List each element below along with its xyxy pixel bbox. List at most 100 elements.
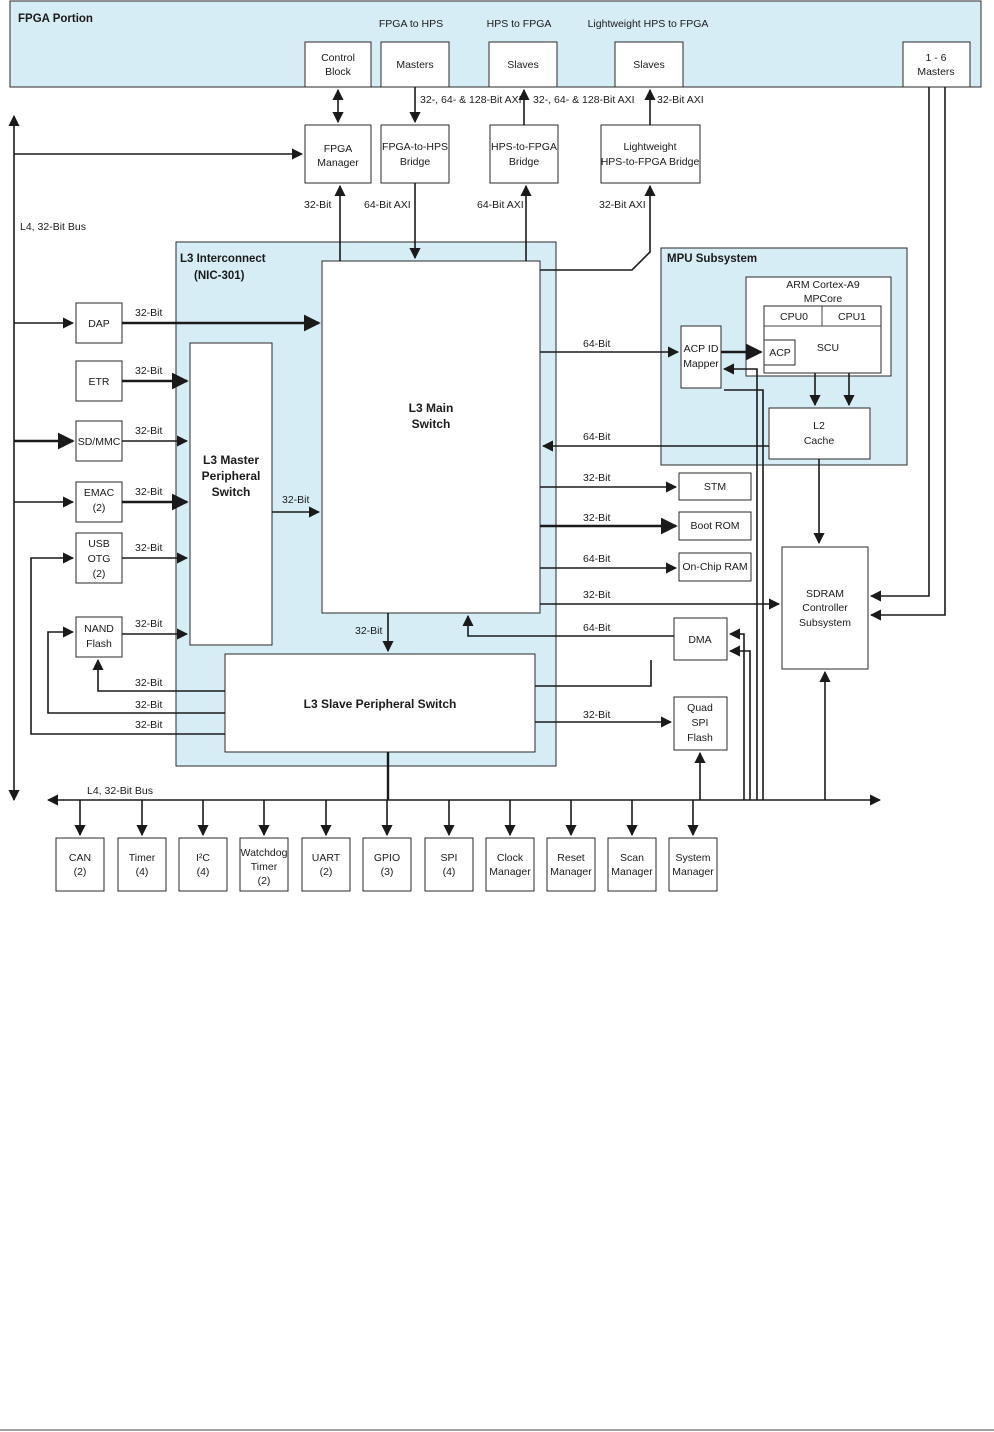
usb-label-2: OTG bbox=[88, 553, 111, 565]
peripheral-box bbox=[424, 837, 474, 892]
l3-master-switch-label-3: Switch bbox=[212, 485, 251, 499]
peripheral-label: (2) bbox=[74, 866, 87, 878]
lightweight-bridge-box bbox=[600, 124, 701, 184]
dma-64-label: 64-Bit bbox=[583, 622, 611, 634]
usb-label-1: USB bbox=[88, 538, 110, 550]
dma-to-main-arrow bbox=[462, 614, 674, 637]
peripheral-label: (3) bbox=[381, 866, 394, 878]
header-hps-to-fpga: HPS to FPGA bbox=[487, 18, 552, 30]
l3-master-peripheral-switch-box bbox=[189, 342, 273, 646]
fpga-slaves-box bbox=[488, 41, 558, 88]
sps-to-usb-arrow bbox=[30, 552, 225, 735]
l3-interconnect-subtitle: (NIC-301) bbox=[194, 270, 245, 282]
axi-multi-label-2: 32-, 64- & 128-Bit AXI bbox=[533, 94, 635, 106]
qspi-label-3: Flash bbox=[687, 732, 713, 744]
l2-label-2: Cache bbox=[804, 435, 835, 447]
main-sps-32-label: 32-Bit bbox=[355, 625, 383, 637]
fpga-1-6-masters-box bbox=[902, 41, 971, 88]
axi-32-top-label: 32-Bit AXI bbox=[657, 94, 704, 106]
main-to-lw-bridge-arrow bbox=[540, 184, 656, 271]
fpga-to-hps-bridge-label-2: Bridge bbox=[400, 156, 431, 168]
peripheral-box bbox=[55, 837, 105, 892]
dap-32-label: 32-Bit bbox=[135, 307, 163, 319]
l2-cache-box bbox=[768, 407, 871, 460]
qspi-label-1: Quad bbox=[687, 702, 713, 714]
arm-label-2: MPCore bbox=[804, 293, 843, 305]
fpga-manager-label-1: FPGA bbox=[324, 143, 353, 155]
stm-box bbox=[678, 472, 752, 501]
peripheral-box bbox=[178, 837, 228, 892]
dap-box bbox=[75, 302, 123, 344]
l3-main-switch-label-2: Switch bbox=[412, 417, 451, 431]
sdram-label-3: Subsystem bbox=[799, 617, 851, 629]
sps-to-nand-config-arrow bbox=[47, 626, 225, 714]
acp-mapper-label-2: Mapper bbox=[683, 358, 719, 370]
scu-label: SCU bbox=[817, 342, 839, 354]
arm-label-1: ARM Cortex-A9 bbox=[786, 279, 860, 291]
control-block-box bbox=[304, 41, 372, 88]
peripheral-label: CAN bbox=[69, 852, 91, 864]
cpu1-label: CPU1 bbox=[838, 311, 866, 323]
on-chip-ram-label: On-Chip RAM bbox=[682, 561, 747, 573]
peripheral-label: UART bbox=[312, 852, 341, 864]
peripheral-label: SPI bbox=[441, 852, 458, 864]
peripheral-label: (4) bbox=[197, 866, 210, 878]
sps-to-nand-arrow bbox=[92, 658, 225, 692]
mpu-subsystem-title: MPU Subsystem bbox=[667, 253, 757, 265]
lightweight-bridge-label-2: HPS-to-FPGA Bridge bbox=[601, 156, 700, 168]
l3-main-switch-label-1: L3 Main bbox=[409, 401, 454, 415]
l4-to-acp-mapper-arrow bbox=[722, 363, 758, 800]
fpga-1-6-masters-label-2: Masters bbox=[917, 66, 954, 78]
sps-out-label-2: 32-Bit bbox=[135, 699, 163, 711]
hps-to-fpga-bridge-label-2: Bridge bbox=[509, 156, 540, 168]
l3-master-switch-label-2: Peripheral bbox=[202, 469, 261, 483]
etr-box bbox=[75, 360, 123, 402]
ocram-64-label: 64-Bit bbox=[583, 553, 611, 565]
peripheral-label: Reset bbox=[557, 852, 585, 864]
peripheral-label: (4) bbox=[136, 866, 149, 878]
sdmmc-box bbox=[75, 420, 123, 462]
usb-32-label: 32-Bit bbox=[135, 542, 163, 554]
lw-slaves-label: Slaves bbox=[633, 59, 665, 71]
on-chip-ram-box bbox=[678, 552, 752, 582]
quad-spi-flash-box bbox=[673, 696, 728, 751]
header-fpga-to-hps: FPGA to HPS bbox=[379, 18, 443, 30]
nand-32-label: 32-Bit bbox=[135, 618, 163, 630]
boot-rom-box bbox=[678, 511, 752, 541]
fpga-masters-to-sdram-arrow-2 bbox=[869, 87, 946, 621]
dma-label: DMA bbox=[688, 634, 711, 646]
peripheral-label: I²C bbox=[196, 852, 210, 864]
l2-label-1: L2 bbox=[813, 420, 825, 432]
control-block-label-2: Block bbox=[325, 66, 351, 78]
fpga-slaves-label: Slaves bbox=[507, 59, 539, 71]
l4-bottom-label: L4, 32-Bit Bus bbox=[87, 785, 153, 797]
fm-32-label: 32-Bit bbox=[304, 199, 332, 211]
peripheral-label: Timer bbox=[251, 861, 278, 873]
emac-32-label: 32-Bit bbox=[135, 486, 163, 498]
peripheral-label: Timer bbox=[129, 852, 156, 864]
mps-32-label: 32-Bit bbox=[282, 494, 310, 506]
lw-slaves-box bbox=[614, 41, 684, 88]
cpu0-label: CPU0 bbox=[780, 311, 808, 323]
acp-mapper-label-1: ACP ID bbox=[684, 343, 719, 355]
lw-32-label: 32-Bit AXI bbox=[599, 199, 646, 211]
peripheral-box bbox=[485, 837, 535, 892]
l3-master-switch-label-1: L3 Master bbox=[203, 453, 259, 467]
l4-to-dma-arrow-1 bbox=[728, 628, 745, 800]
sps-out-label-1: 32-Bit bbox=[135, 677, 163, 689]
emac-label-1: EMAC bbox=[84, 487, 115, 499]
peripheral-label: Manager bbox=[672, 866, 714, 878]
nand-label-2: Flash bbox=[86, 638, 112, 650]
sps-out-label-3: 32-Bit bbox=[135, 719, 163, 731]
fpga-portion-title: FPGA Portion bbox=[18, 13, 93, 25]
l3-slave-peripheral-switch-box bbox=[224, 653, 536, 753]
f2h-64-label: 64-Bit AXI bbox=[364, 199, 411, 211]
sdmmc-32-label: 32-Bit bbox=[135, 425, 163, 437]
l3-interconnect-title: L3 Interconnect bbox=[180, 253, 266, 265]
peripheral-label: (2) bbox=[258, 875, 271, 887]
acp-label: ACP bbox=[769, 347, 791, 359]
l4-to-dma-arrow-2 bbox=[728, 645, 751, 800]
peripheral-label: Clock bbox=[497, 852, 524, 864]
peripheral-label: Scan bbox=[620, 852, 644, 864]
